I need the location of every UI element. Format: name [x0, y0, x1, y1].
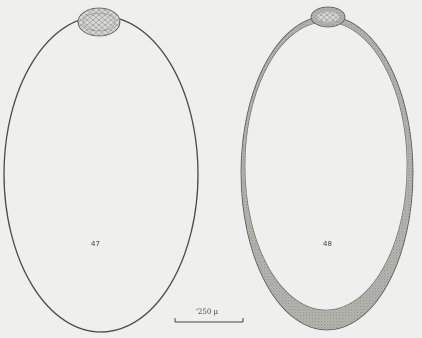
specimen-47-outline [4, 16, 198, 332]
figure-number-48: 48 [323, 240, 332, 248]
specimen-48-cap [311, 7, 345, 27]
scale-bar-label: '250 μ [196, 308, 218, 316]
figure-number-47: 47 [91, 240, 100, 248]
specimen-47-cap [78, 8, 120, 36]
scale-bar [175, 318, 243, 322]
specimen-47 [4, 8, 198, 332]
specimen-48-lumen [245, 22, 407, 310]
specimen-48 [241, 7, 413, 330]
